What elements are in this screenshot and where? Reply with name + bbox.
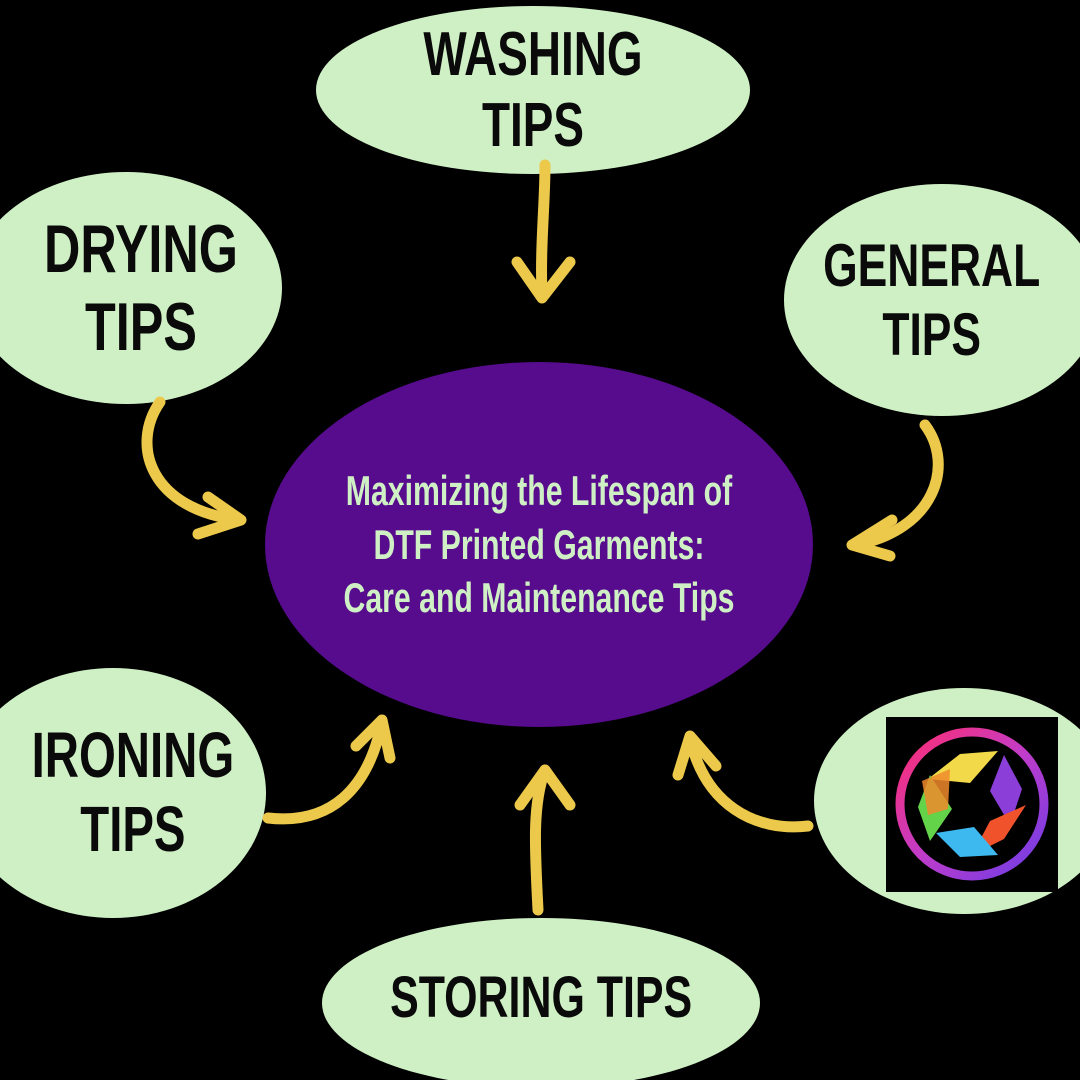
arrowhead-drying — [192, 491, 247, 540]
central-topic-title: Maximizing the Lifespan of DTF Printed G… — [343, 466, 735, 622]
arrowhead-washing — [511, 256, 576, 304]
logo — [886, 717, 1058, 892]
general-tips-label: GENERAL TIPS — [823, 232, 1041, 368]
arrowhead-ironing — [350, 714, 396, 764]
arrow-logo — [684, 732, 814, 833]
storing-tips-bubble: STORING TIPS — [322, 918, 760, 1080]
washing-tips-label: WASHING TIPS — [423, 19, 643, 160]
arrow-general — [849, 419, 944, 551]
arrowhead-general — [846, 514, 898, 562]
storing-tips-label: STORING TIPS — [389, 964, 693, 1030]
arrow-ironing — [262, 716, 388, 825]
central-topic: Maximizing the Lifespan of DTF Printed G… — [265, 362, 813, 727]
arrow-drying — [141, 396, 246, 526]
arrowhead-storing — [514, 764, 576, 811]
ironing-tips-bubble: IRONING TIPS — [0, 668, 266, 918]
camera-aperture-icon — [895, 727, 1049, 881]
general-tips-bubble: GENERAL TIPS — [784, 184, 1080, 416]
arrow-washing — [536, 159, 551, 303]
washing-tips-bubble: WASHING TIPS — [316, 6, 750, 174]
arrow-storing — [529, 764, 551, 916]
ironing-tips-label: IRONING TIPS — [31, 719, 235, 865]
drying-tips-label: DRYING TIPS — [44, 210, 238, 365]
arrowhead-logo — [672, 730, 722, 781]
drying-tips-bubble: DRYING TIPS — [0, 172, 282, 404]
